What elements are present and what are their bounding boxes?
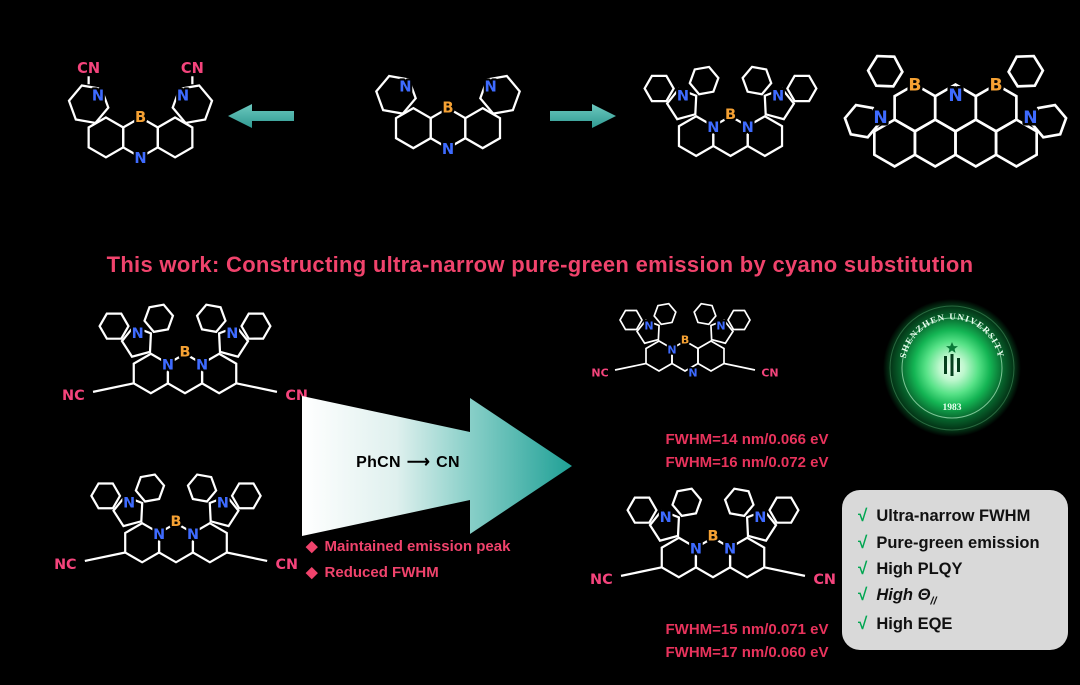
- nitrogen-label: N: [92, 88, 104, 105]
- left-arrow-icon: [228, 104, 294, 128]
- cyano-label: CN: [77, 60, 100, 77]
- molecule-parent-emitter: N N B N: [368, 64, 528, 168]
- molecule-phcn-reactant-bottom: N N B N N NC CN: [52, 462, 300, 579]
- cyano-label: CN: [275, 557, 297, 573]
- highlight-label: Ultra-narrow FWHM: [876, 507, 1031, 526]
- highlight-label: High EQE: [876, 614, 953, 633]
- boron-label: B: [707, 528, 718, 544]
- reaction-label: PhCN ⟶ CN: [318, 452, 498, 472]
- bullet-text: Reduced FWHM: [324, 564, 439, 581]
- fwhm-line: FWHM=15 nm/0.071 eV: [665, 621, 829, 638]
- nitrogen-label: N: [688, 367, 697, 380]
- university-seal: SHENZHEN UNIVERSITY 1983: [883, 299, 1021, 437]
- nitrogen-label: N: [123, 496, 135, 512]
- key-points: ◆ Maintained emission peak ◆ Reduced FWHM: [306, 534, 510, 586]
- highlight-item: √ Pure-green emission: [858, 533, 1052, 553]
- nitrogen-label: N: [399, 78, 411, 95]
- highlights-panel: √ Ultra-narrow FWHM √ Pure-green emissio…: [842, 490, 1068, 650]
- fwhm-line: FWHM=16 nm/0.072 eV: [665, 454, 829, 471]
- highlight-item: √ High EQE: [858, 614, 1052, 634]
- nitrogen-label: N: [485, 78, 497, 95]
- nitrogen-label: N: [772, 88, 784, 104]
- nitrogen-label: N: [226, 326, 238, 342]
- highlight-label: High Θ//: [876, 586, 937, 608]
- boron-label: B: [135, 109, 146, 126]
- nitrogen-label: N: [724, 542, 736, 558]
- molecule-cn-product-bottom: N N B N N NC CN: [588, 476, 838, 594]
- nitrogen-label: N: [948, 86, 962, 106]
- molecule-cn-product-top: N N B N NC N CN: [590, 294, 780, 385]
- check-icon: √: [858, 613, 868, 633]
- nitrogen-label: N: [707, 120, 719, 136]
- cyano-label: NC: [54, 557, 76, 573]
- section-title: This work: Constructing ultra-narrow pur…: [106, 252, 974, 277]
- seal-star-icon: [946, 342, 958, 353]
- transformation-arrow: [302, 396, 572, 536]
- boron-label: B: [171, 514, 182, 530]
- boron-label: B: [725, 107, 736, 123]
- highlight-item: √ Ultra-narrow FWHM: [858, 506, 1052, 526]
- bullet-item: ◆ Maintained emission peak: [306, 534, 510, 560]
- fwhm-line: FWHM=17 nm/0.060 eV: [665, 644, 829, 661]
- diamond-bullet-icon: ◆: [306, 538, 318, 555]
- reagent-from: PhCN: [356, 454, 401, 471]
- highlight-item: √ High Θ//: [858, 585, 1052, 607]
- cyano-label: NC: [591, 367, 608, 380]
- cyano-label: NC: [62, 388, 85, 404]
- highlight-item: √ High PLQY: [858, 559, 1052, 579]
- nitrogen-label: N: [716, 320, 725, 333]
- reaction-arrow-icon: ⟶: [406, 454, 431, 471]
- boron-label: B: [179, 344, 190, 360]
- bullet-item: ◆ Reduced FWHM: [306, 560, 510, 586]
- nitrogen-label: N: [644, 320, 653, 333]
- boron-label: B: [908, 75, 921, 95]
- fwhm-line: FWHM=14 nm/0.066 eV: [665, 431, 829, 448]
- nitrogen-label: N: [217, 496, 229, 512]
- cyano-label: NC: [590, 572, 613, 588]
- cyano-label: CN: [813, 572, 836, 588]
- cyano-label: CN: [761, 367, 778, 380]
- molecule-phcn-reactant-top: N N B N N NC CN: [60, 292, 310, 410]
- molecule-cyano-product-top-left: CN CN N N B N: [58, 55, 223, 177]
- nitrogen-label: N: [754, 510, 766, 526]
- nitrogen-label: N: [187, 527, 199, 543]
- fwhm-results-bottom: FWHM=15 nm/0.071 eV FWHM=17 nm/0.060 eV: [632, 618, 862, 664]
- nitrogen-label: N: [667, 344, 676, 357]
- nitrogen-label: N: [742, 120, 754, 136]
- highlight-label: Pure-green emission: [876, 533, 1040, 552]
- nitrogen-label: N: [153, 527, 165, 543]
- nitrogen-label: N: [177, 88, 189, 105]
- highlight-label: High PLQY: [876, 559, 963, 578]
- check-icon: √: [858, 532, 868, 552]
- nitrogen-label: N: [873, 108, 887, 128]
- right-arrow-icon: [550, 104, 616, 128]
- nitrogen-label: N: [1023, 108, 1037, 128]
- theta-subscript: //: [930, 595, 937, 608]
- check-icon: √: [858, 585, 868, 605]
- boron-label: B: [990, 75, 1003, 95]
- nitrogen-label: N: [134, 150, 146, 167]
- nitrogen-label: N: [677, 88, 689, 104]
- boron-label: B: [442, 100, 453, 117]
- diamond-bullet-icon: ◆: [306, 564, 318, 581]
- nitrogen-label: N: [196, 358, 208, 374]
- reagent-to: CN: [436, 454, 460, 471]
- molecule-carbazole-product: N N B N N: [638, 54, 823, 165]
- molecule-double-boron-product: B B N N N: [843, 40, 1068, 173]
- nitrogen-label: N: [690, 542, 702, 558]
- nitrogen-label: N: [162, 358, 174, 374]
- nitrogen-label: N: [660, 510, 672, 526]
- boron-label: B: [681, 334, 689, 347]
- fwhm-results-top: FWHM=14 nm/0.066 eV FWHM=16 nm/0.072 eV: [632, 428, 862, 474]
- check-icon: √: [858, 558, 868, 578]
- cyano-label: CN: [181, 60, 204, 77]
- seal-emblem: [944, 354, 960, 376]
- seal-year: 1983: [943, 403, 962, 413]
- nitrogen-label: N: [132, 326, 144, 342]
- bullet-text: Maintained emission peak: [324, 538, 511, 555]
- nitrogen-label: N: [442, 141, 454, 158]
- check-icon: √: [858, 506, 868, 526]
